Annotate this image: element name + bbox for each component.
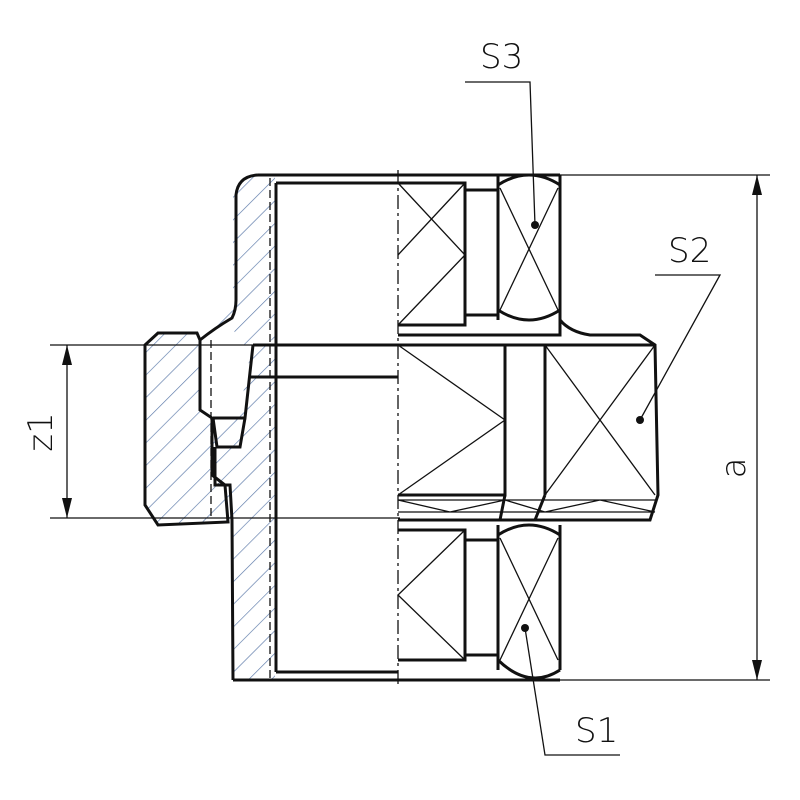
leader-s2: S2 — [636, 231, 722, 424]
label-s3: S3 — [480, 37, 523, 77]
leader-s3: S3 — [465, 37, 539, 229]
leader-s1: S1 — [521, 624, 620, 756]
left-nut-outline — [143, 173, 271, 681]
dimension-a: a — [560, 174, 770, 681]
middle-hex-section — [397, 343, 656, 521]
dimension-a-label: a — [714, 458, 754, 479]
top-hex-section — [397, 173, 660, 522]
bottom-hex-section — [397, 523, 562, 680]
label-s1: S1 — [575, 711, 618, 751]
dimension-z1-label: z1 — [21, 412, 61, 451]
section-hatch — [145, 175, 275, 680]
bore — [233, 170, 560, 685]
label-s2: S2 — [668, 231, 711, 271]
dimension-z1: z1 — [21, 344, 400, 519]
